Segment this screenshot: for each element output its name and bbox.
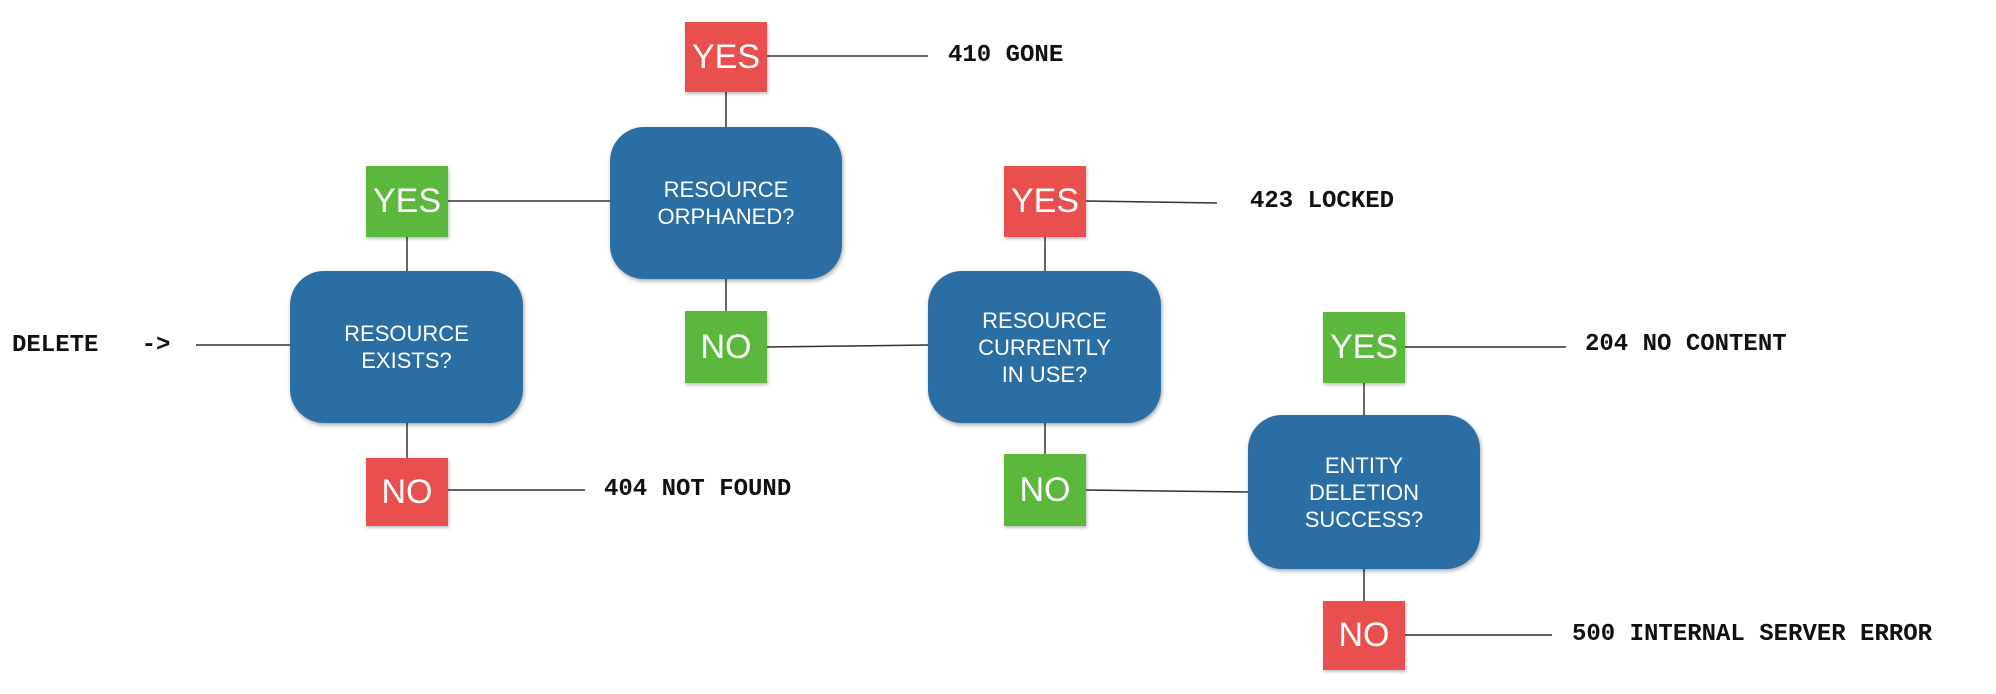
connector-no-deletion xyxy=(1085,489,1249,493)
outcome-404-not-found: 404 NOT FOUND xyxy=(604,476,792,503)
start-label: DELETE -> xyxy=(12,332,170,360)
start-arrow: -> xyxy=(141,332,171,359)
in-use-no-box: NO xyxy=(1004,454,1086,526)
connector-no-inuse xyxy=(766,344,929,348)
outcome-500-internal-server-error: 500 INTERNAL SERVER ERROR xyxy=(1572,621,1933,648)
decision-resource-orphaned: RESOURCE ORPHANED? xyxy=(610,127,842,279)
start-delete-text: DELETE xyxy=(12,332,99,359)
in-use-yes-box: YES xyxy=(1004,166,1086,237)
outcome-423-locked: 423 LOCKED xyxy=(1250,188,1395,215)
orphaned-no-box: NO xyxy=(685,311,767,383)
decision-entity-deletion-success: ENTITY DELETION SUCCESS? xyxy=(1248,415,1480,569)
exists-no-box: NO xyxy=(366,458,448,526)
orphaned-yes-box: YES xyxy=(685,22,767,92)
deletion-yes-box: YES xyxy=(1323,312,1405,383)
deletion-no-box: NO xyxy=(1323,601,1405,670)
outcome-410-gone: 410 GONE xyxy=(948,42,1064,69)
outcome-204-no-content: 204 NO CONTENT xyxy=(1585,331,1787,358)
decision-resource-exists: RESOURCE EXISTS? xyxy=(290,271,523,423)
decision-resource-in-use: RESOURCE CURRENTLY IN USE? xyxy=(928,271,1161,423)
connector-yes-423 xyxy=(1085,200,1218,204)
exists-yes-box: YES xyxy=(366,166,448,237)
